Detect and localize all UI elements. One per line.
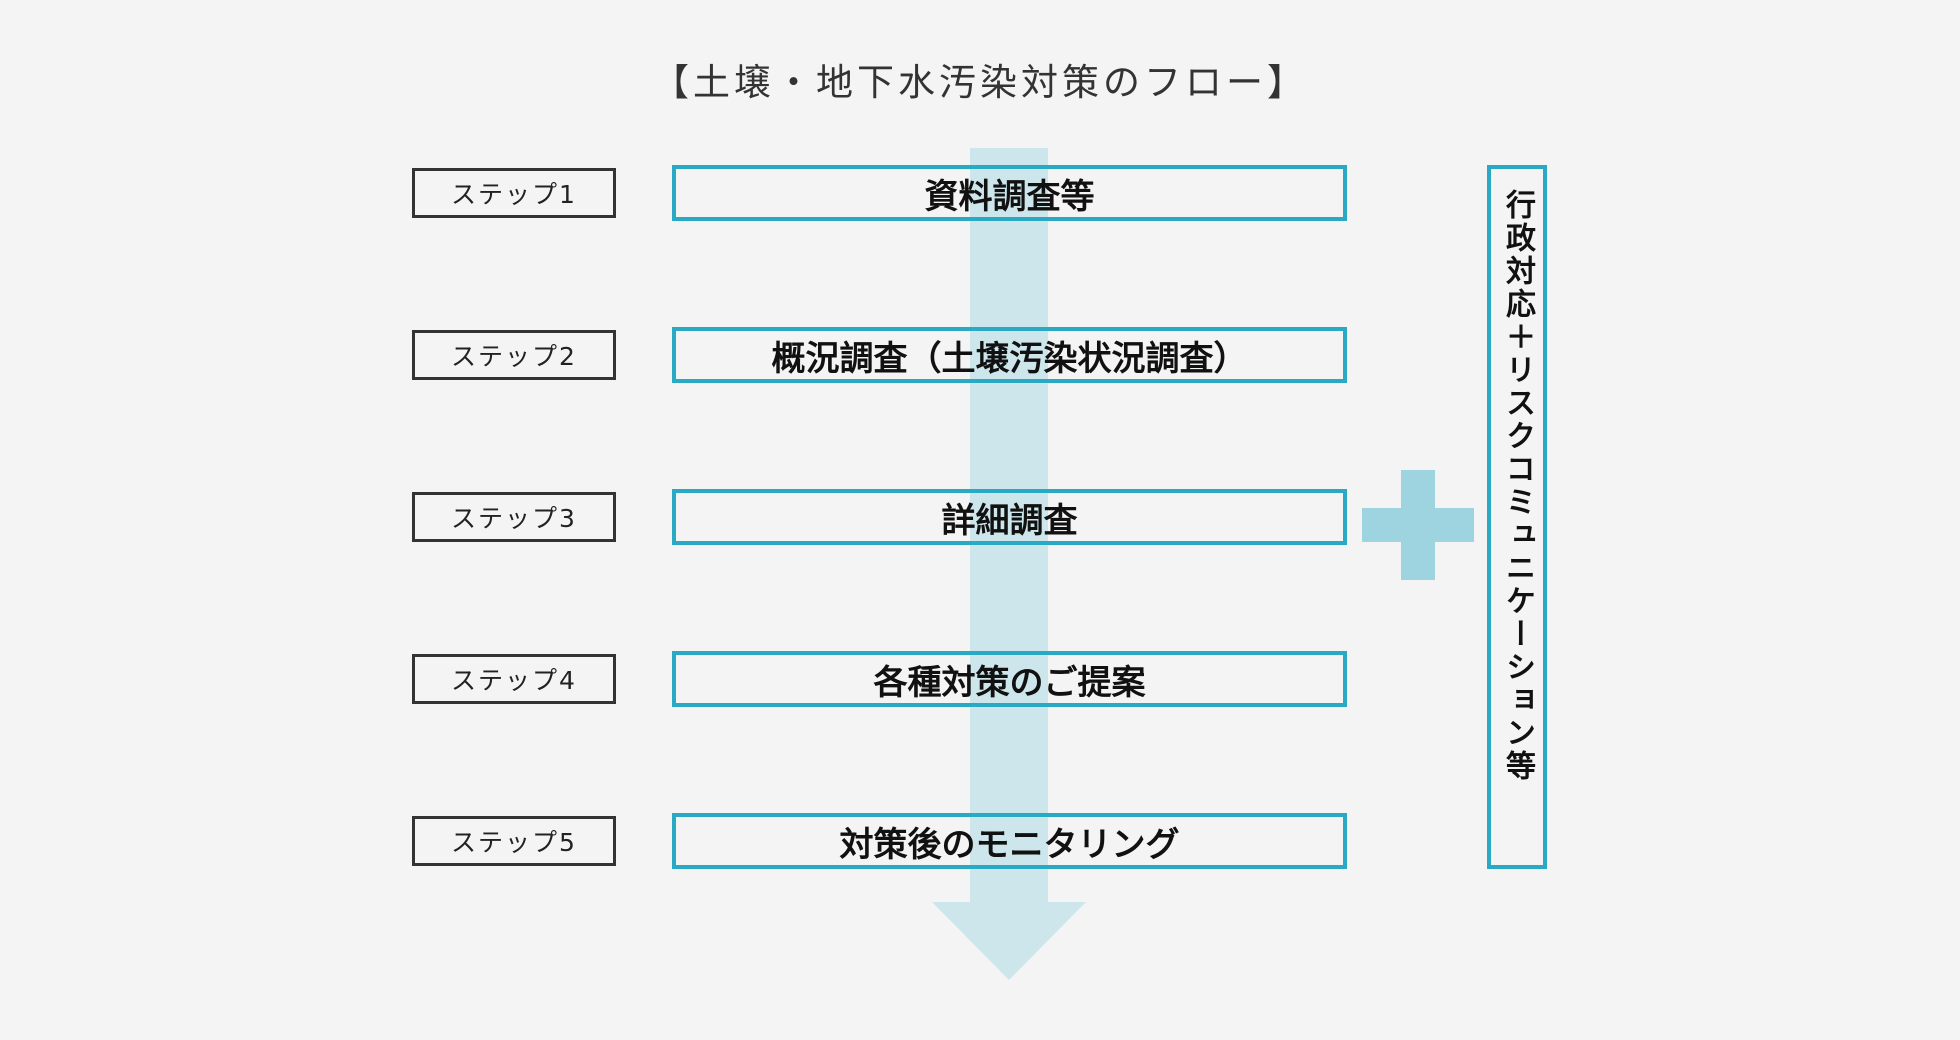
step-4-box: 各種対策のご提案 [672,651,1347,707]
step-1-box: 資料調査等 [672,165,1347,221]
step-3-text: 詳細調査 [941,500,1078,541]
step-5-label: ステップ5 [412,816,616,866]
step-5-text: 対策後のモニタリング [839,824,1180,865]
step-5-box: 対策後のモニタリング [672,813,1347,869]
side-box-text: 行政対応＋リスクコミュニケーション等 [1500,189,1535,783]
step-2-label: ステップ2 [412,330,616,380]
step-2-box: 概況調査（土壌汚染状況調査） [672,327,1347,383]
plus-icon [1362,470,1474,580]
step-2-text: 概況調査（土壌汚染状況調査） [771,338,1248,379]
step-3-box: 詳細調査 [672,489,1347,545]
step-4-label: ステップ4 [412,654,616,704]
step-4-text: 各種対策のご提案 [873,662,1146,703]
step-1-label: ステップ1 [412,168,616,218]
flow-arrow-head [932,902,1086,980]
step-1-text: 資料調査等 [924,176,1095,217]
side-box: 行政対応＋リスクコミュニケーション等 [1487,165,1547,869]
flow-arrow-shaft [970,148,1048,904]
diagram-title: 【土壌・地下水汚染対策のフロー】 [652,61,1308,104]
plus-icon-horizontal [1362,508,1474,542]
step-3-label: ステップ3 [412,492,616,542]
